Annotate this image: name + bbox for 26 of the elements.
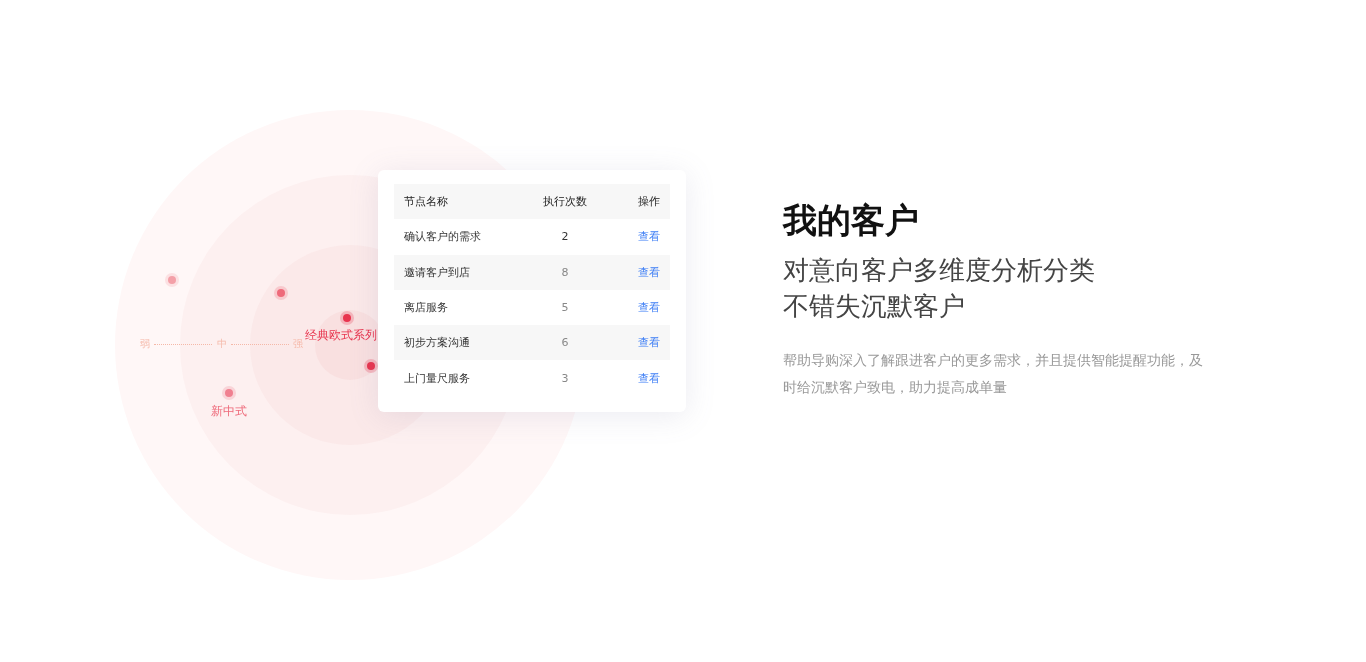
- table-cell-text: 8: [560, 264, 570, 281]
- table-cell-text: 5: [560, 299, 570, 316]
- view-link: 查看: [638, 335, 660, 352]
- table-cell-text: 初步方案沟通: [404, 335, 470, 352]
- table-cell-text: 3: [560, 370, 570, 387]
- table-cell-text: 离店服务: [404, 299, 448, 316]
- subheading: 对意向客户多维度分析分类不错失沉默客户: [783, 254, 1096, 323]
- point-label: 经典欧式系列: [305, 327, 377, 344]
- table-header-cell-text: 操作: [638, 194, 660, 210]
- point-label: 新中式: [211, 403, 247, 420]
- view-link: 查看: [638, 370, 660, 387]
- scale-label: 强: [293, 337, 303, 351]
- table-cell-text: 上门量尺服务: [404, 370, 470, 387]
- view-link: 查看: [638, 299, 660, 316]
- table-cell-text: 6: [560, 335, 570, 352]
- description: 帮助导购深入了解跟进客户的更多需求，并且提供智能提醒功能，及时给沉默客户致电，助力提高成单量: [783, 351, 1204, 397]
- table-cell-text: 邀请客户到店: [404, 264, 470, 281]
- scale-label: 中: [217, 337, 227, 351]
- table-cell-text: 确认客户的需求: [404, 229, 481, 246]
- heading: 我的客户: [783, 199, 919, 242]
- view-link: 查看: [638, 264, 660, 281]
- table-cell-text: 2: [560, 229, 570, 246]
- table-header-cell-text: 节点名称: [404, 194, 448, 210]
- view-link: 查看: [638, 229, 660, 246]
- table-header-cell-text: 执行次数: [542, 194, 588, 210]
- scale-label: 弱: [140, 337, 150, 351]
